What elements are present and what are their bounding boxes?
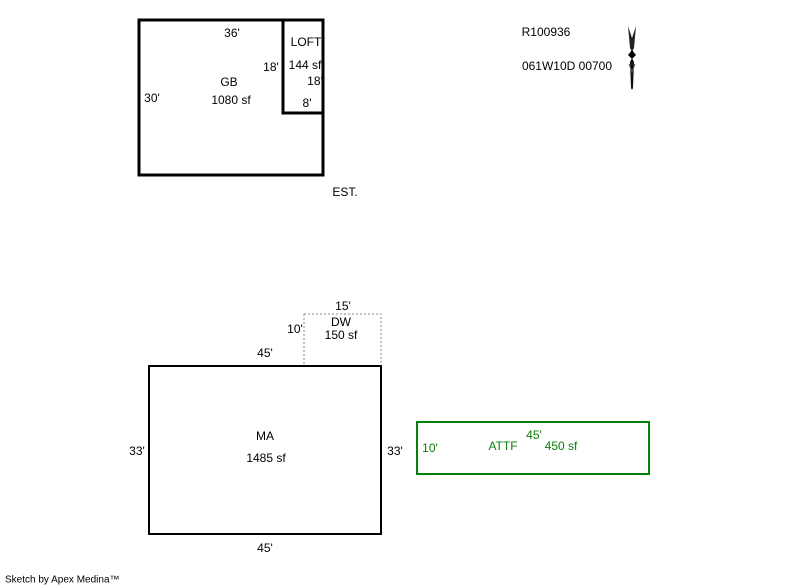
ma-bottom-dimension: 45' [257, 541, 273, 555]
loft-area [281, 18, 325, 115]
ma-area-label: 1485 sf [246, 451, 286, 465]
loft-label: LOFT [291, 35, 322, 49]
gb-area-label: 1080 sf [211, 93, 251, 107]
estimate-note: EST. [332, 185, 357, 199]
gb-top-dimension: 36' [224, 26, 240, 40]
north-arrow-icon [628, 26, 636, 90]
attf-left-dimension: 10' [422, 441, 438, 455]
dw-left-dimension: 10' [287, 322, 303, 336]
dw-area-label: 150 sf [325, 328, 358, 342]
ma-right-dimension: 33' [387, 444, 403, 458]
dw-area [303, 313, 382, 367]
attf-top-dimension: 45' [526, 428, 542, 442]
parcel-id: R100936 [522, 25, 571, 39]
gb-left-dimension: 30' [144, 91, 160, 105]
loft-area-label: 144 sf [289, 58, 322, 72]
attf-area-label: 450 sf [545, 439, 578, 453]
ma-area [148, 365, 382, 535]
ma-label: MA [256, 429, 274, 443]
dw-top-dimension: 15' [335, 299, 351, 313]
loft-right-dimension: 18' [307, 74, 323, 88]
loft-left-dimension: 18' [263, 60, 279, 74]
ma-top-dimension: 45' [257, 346, 273, 360]
dw-label: DW [331, 315, 352, 329]
ma-left-dimension: 33' [129, 444, 145, 458]
gb-label: GB [220, 75, 237, 89]
attf-label: ATTF [488, 439, 517, 453]
sketch-credit: Sketch by Apex Medina™ [5, 575, 120, 586]
loft-bottom-dimension: 8' [303, 96, 312, 110]
attf-area [416, 421, 650, 475]
map-number: 061W10D 00700 [522, 59, 612, 73]
